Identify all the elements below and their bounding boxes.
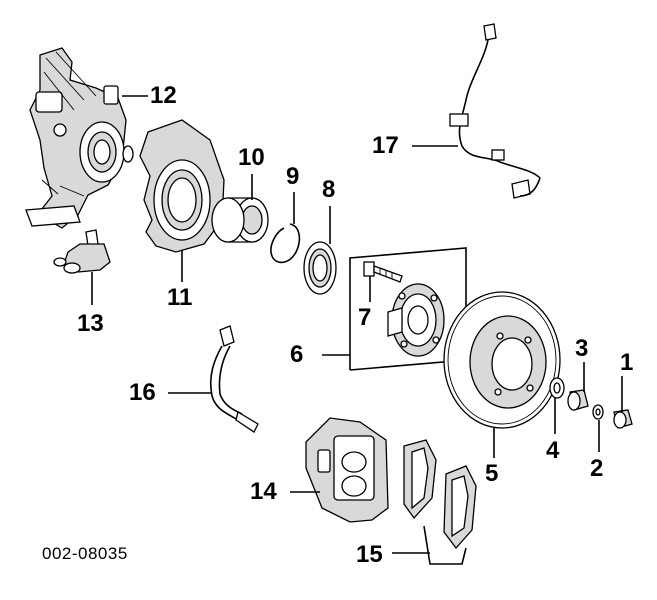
callout-9: 9 [286, 163, 300, 190]
callout-12: 12 [150, 82, 177, 109]
callout-11: 11 [167, 284, 193, 311]
lock-washer [592, 404, 604, 420]
callout-6: 6 [290, 341, 304, 368]
oil-seal [303, 241, 337, 295]
leader-lines [91, 95, 623, 493]
brake-pads [392, 439, 477, 565]
callout-1: 1 [620, 349, 634, 376]
callout-4: 4 [546, 437, 560, 464]
brake-hose [209, 325, 259, 433]
callout-2: 2 [590, 455, 604, 482]
callout-16: 16 [129, 379, 156, 406]
wheel-bearing [211, 197, 269, 243]
brake-rotor [443, 291, 561, 429]
wheel-hub [387, 283, 445, 357]
hub-bolt [363, 261, 403, 283]
callout-5: 5 [485, 460, 499, 487]
callout-15: 15 [356, 541, 383, 568]
hub-assembly-group [322, 247, 467, 371]
callout-17: 17 [372, 132, 399, 159]
brake-caliper [305, 417, 389, 523]
hub-nut [613, 409, 633, 429]
callout-10: 10 [238, 144, 265, 171]
washer [549, 377, 565, 399]
splash-shield [139, 119, 225, 253]
hub-cap [567, 389, 589, 411]
diagram-code: 002-08035 [42, 544, 128, 563]
snap-ring [270, 223, 301, 264]
ball-joint [53, 229, 111, 274]
callout-13: 13 [77, 310, 104, 337]
abs-sensor [449, 23, 541, 199]
steering-knuckle [25, 47, 134, 229]
callout-14: 14 [250, 478, 277, 505]
callout-8: 8 [322, 176, 336, 203]
callout-3: 3 [575, 335, 589, 362]
callout-7: 7 [358, 304, 372, 331]
